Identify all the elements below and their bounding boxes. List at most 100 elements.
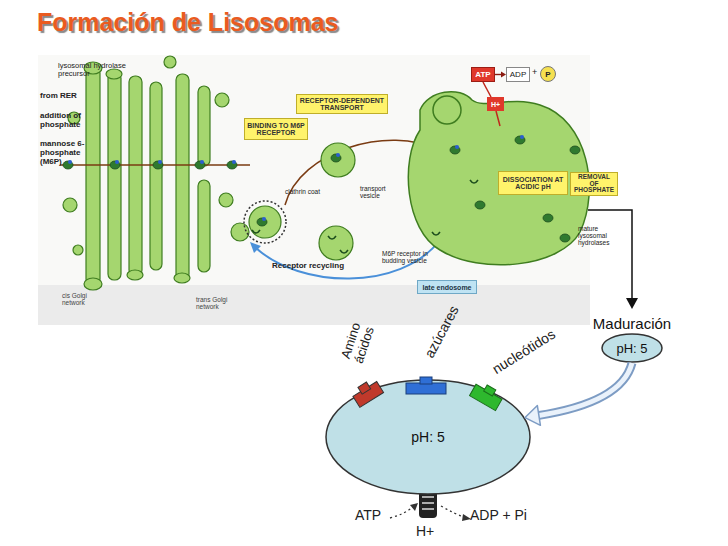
late-endosome-body-part [408, 92, 589, 265]
figure-background-part [38, 285, 590, 325]
phosphate-markers-part [232, 160, 236, 164]
transporter-label: azúcares [422, 303, 462, 360]
transporter-channel [484, 385, 496, 396]
text-label: trans Golgi network [196, 296, 238, 310]
clathrin-coat [244, 201, 286, 243]
proton-entry-part [496, 111, 500, 126]
phosphate-markers-part [262, 217, 266, 221]
compartment-label-box: late endosome [417, 280, 477, 294]
hydrolase-markers-part [515, 136, 525, 144]
node-text: P [545, 70, 550, 79]
arrow-head [462, 514, 471, 521]
golgi-stack-part [198, 86, 210, 166]
atp-hydrolysis-arrows-part [441, 506, 466, 518]
late-endosome-body [408, 92, 589, 265]
maturation-ellipse: MaduraciónpH: 5 [601, 333, 663, 363]
node-text: DISSOCIATION AT ACIDIC pH [501, 176, 565, 191]
golgi-stack-part [198, 180, 210, 272]
hydrolase-markers-part [110, 161, 120, 169]
arrow-head [525, 406, 540, 426]
m6p-receptors [252, 180, 478, 253]
phosphate-markers-part [455, 145, 459, 149]
figure-background-part [38, 55, 590, 325]
process-label-box: RECEPTOR-DEPENDENT TRANSPORT [296, 94, 388, 114]
ellipse-outline [326, 380, 530, 494]
node-text: REMOVAL OF PHOSPHATE [573, 174, 615, 194]
text-label: mature lysosomal hydrolases [578, 225, 623, 246]
atp-hydrolysis-arrows-part [390, 506, 414, 518]
proton-entry-part [483, 82, 491, 97]
text-label: Receptor recycling [272, 262, 344, 271]
hydrolase-markers-part [475, 201, 485, 209]
hydrolase-markers-part [560, 234, 570, 242]
amino-acid-transporter: Amino ácidos [350, 381, 386, 407]
process-label-box: DISSOCIATION AT ACIDIC pH [498, 171, 568, 195]
golgi-stack-part [176, 74, 189, 280]
transporter-channel [358, 382, 371, 394]
text-label: ADP + Pi [470, 508, 527, 523]
golgi-stack-part [86, 66, 100, 286]
connector-arrow [495, 72, 506, 78]
figure-background [38, 55, 590, 325]
text-label: ATP [355, 508, 381, 523]
text-label: transport vesicle [360, 185, 400, 199]
golgi-stack-part [174, 273, 190, 283]
m6p-receptors-part [432, 232, 440, 235]
nucleotide-transporter: nucleótidos [468, 383, 504, 411]
text-label: clathrin coat [285, 188, 320, 195]
connector-fill [538, 363, 632, 416]
phosphate-markers-part [68, 160, 72, 164]
transporter-body [406, 383, 446, 394]
text-label: H+ [416, 524, 434, 539]
golgi-stack-part [73, 245, 83, 255]
hydrolase-markers-part [153, 161, 163, 169]
m6p-receptors-part [340, 250, 348, 253]
proton-box: H+ [487, 97, 504, 111]
phosphate-markers [68, 135, 524, 221]
hydrolase-markers-part [257, 218, 267, 226]
transport-path [60, 140, 438, 205]
text-label: mannose 6-phosphate (M6P) [40, 140, 90, 166]
proton-pump-part [422, 496, 434, 498]
hydrolase-markers [63, 136, 580, 242]
golgi-stack-part [63, 198, 77, 212]
vesicles-part [249, 206, 281, 238]
connector-line [495, 74, 501, 75]
hydrolase-markers-part [570, 146, 580, 154]
arrow-head [410, 503, 418, 511]
text-label: lysosomal hydrolase precursor [58, 62, 136, 79]
golgi-stack-part [106, 69, 122, 79]
maturation-arrow-part [588, 210, 632, 300]
phosphate-markers-part [336, 153, 340, 157]
hydrolase-markers-part [63, 161, 73, 169]
transporter-body [470, 380, 505, 411]
m6p-receptors-part [470, 180, 478, 183]
golgi-stack-part [150, 82, 162, 270]
hydrolase-markers-part [450, 146, 460, 154]
hydrolase-markers-part [543, 214, 553, 222]
hydrolase-markers-part [331, 154, 341, 162]
golgi-stack-part [231, 223, 249, 241]
text-label: cis Golgi network [62, 292, 104, 306]
golgi-stack-part [84, 278, 102, 290]
golgi-stack-part [129, 76, 142, 276]
late-endosome-body-part [433, 96, 461, 124]
node-text: ATP [475, 70, 490, 79]
process-label-box: BINDING TO M6P RECEPTOR [244, 118, 308, 140]
transporter-body [350, 377, 383, 407]
hydrolase-markers-part [195, 161, 205, 169]
connector-outline [538, 363, 632, 416]
node-text: RECEPTOR-DEPENDENT TRANSPORT [299, 97, 385, 112]
node-heading: Maduración [593, 315, 671, 332]
node-text: ADP [510, 70, 526, 79]
arrow-head [501, 72, 506, 78]
vesicles-part [319, 226, 353, 260]
proton-pump-part [422, 508, 434, 510]
arrow-head [250, 242, 261, 253]
text-label: from RER [40, 92, 77, 101]
proton-pump-part [422, 502, 434, 504]
golgi-stack-part [215, 93, 229, 107]
maturation-arrow [588, 210, 638, 309]
transporter-body [353, 381, 384, 407]
